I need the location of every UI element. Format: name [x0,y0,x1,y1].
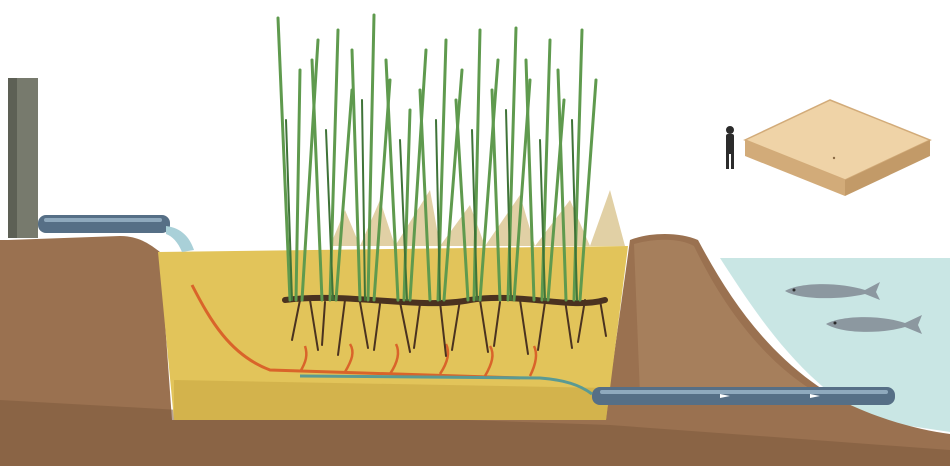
outlet-pipe-highlight [600,390,888,394]
inlet-pipe [38,215,170,233]
outlet-pipe [592,387,895,405]
inlet-post-shade [8,78,17,238]
inlet-pipe-highlight [44,218,162,222]
